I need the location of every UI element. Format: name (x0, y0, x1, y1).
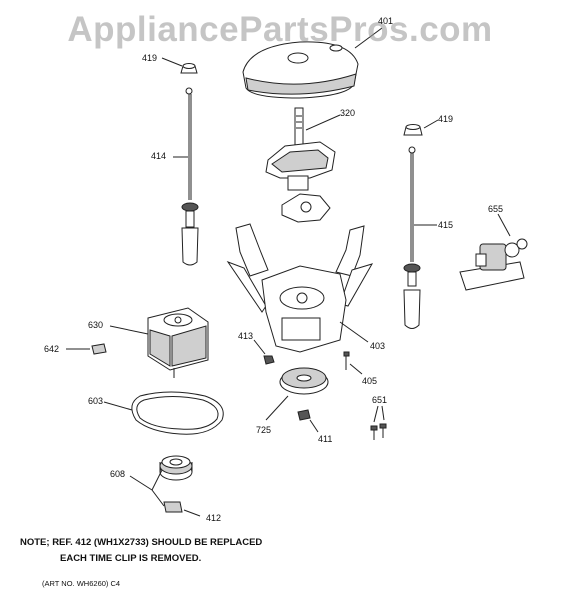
part-630-motor (109, 307, 209, 378)
part-419-cap-right (403, 119, 439, 136)
part-725-pulley (265, 367, 329, 421)
callout-405: 405 (362, 376, 378, 386)
part-403-bracket (226, 223, 374, 353)
callout-419-right: 419 (438, 114, 454, 124)
callout-642: 642 (44, 344, 60, 354)
callout-725: 725 (256, 425, 272, 435)
callout-403: 403 (370, 341, 386, 351)
callout-415: 415 (438, 220, 454, 230)
part-414-suspension-rod-left (173, 87, 199, 266)
part-413-nut (253, 339, 275, 365)
part-320-transmission (265, 107, 341, 223)
part-642-clip (66, 343, 107, 355)
part-412-clip (163, 501, 201, 517)
callout-412: 412 (206, 513, 222, 523)
art-number: (ART NO. WH6260) C4 (42, 579, 121, 588)
part-419-cap-left (161, 57, 198, 74)
callout-603: 603 (88, 396, 104, 406)
callout-630: 630 (88, 320, 104, 330)
part-608-drive-pulley (129, 455, 193, 507)
callout-414: 414 (151, 151, 167, 161)
part-603-belt (103, 391, 224, 435)
callout-419-left: 419 (142, 53, 158, 63)
replacement-note-line2: EACH TIME CLIP IS REMOVED. (60, 553, 202, 564)
callout-320: 320 (340, 108, 356, 118)
replacement-note-line1: NOTE; REF. 412 (WH1X2733) SHOULD BE REPL… (20, 537, 263, 548)
callout-608: 608 (110, 469, 126, 479)
part-651-screws (370, 405, 387, 440)
part-655-valve (459, 213, 528, 291)
part-411-nut (297, 409, 319, 433)
part-405-bolt (343, 351, 363, 375)
callout-401: 401 (378, 16, 394, 26)
part-401-cover (242, 27, 383, 99)
part-415-suspension-rod-right (403, 146, 437, 329)
callout-413: 413 (238, 331, 254, 341)
site-watermark: AppliancePartsPros.com (67, 10, 493, 49)
callout-411: 411 (318, 434, 333, 444)
callout-655: 655 (488, 204, 504, 214)
callout-651: 651 (372, 395, 388, 405)
